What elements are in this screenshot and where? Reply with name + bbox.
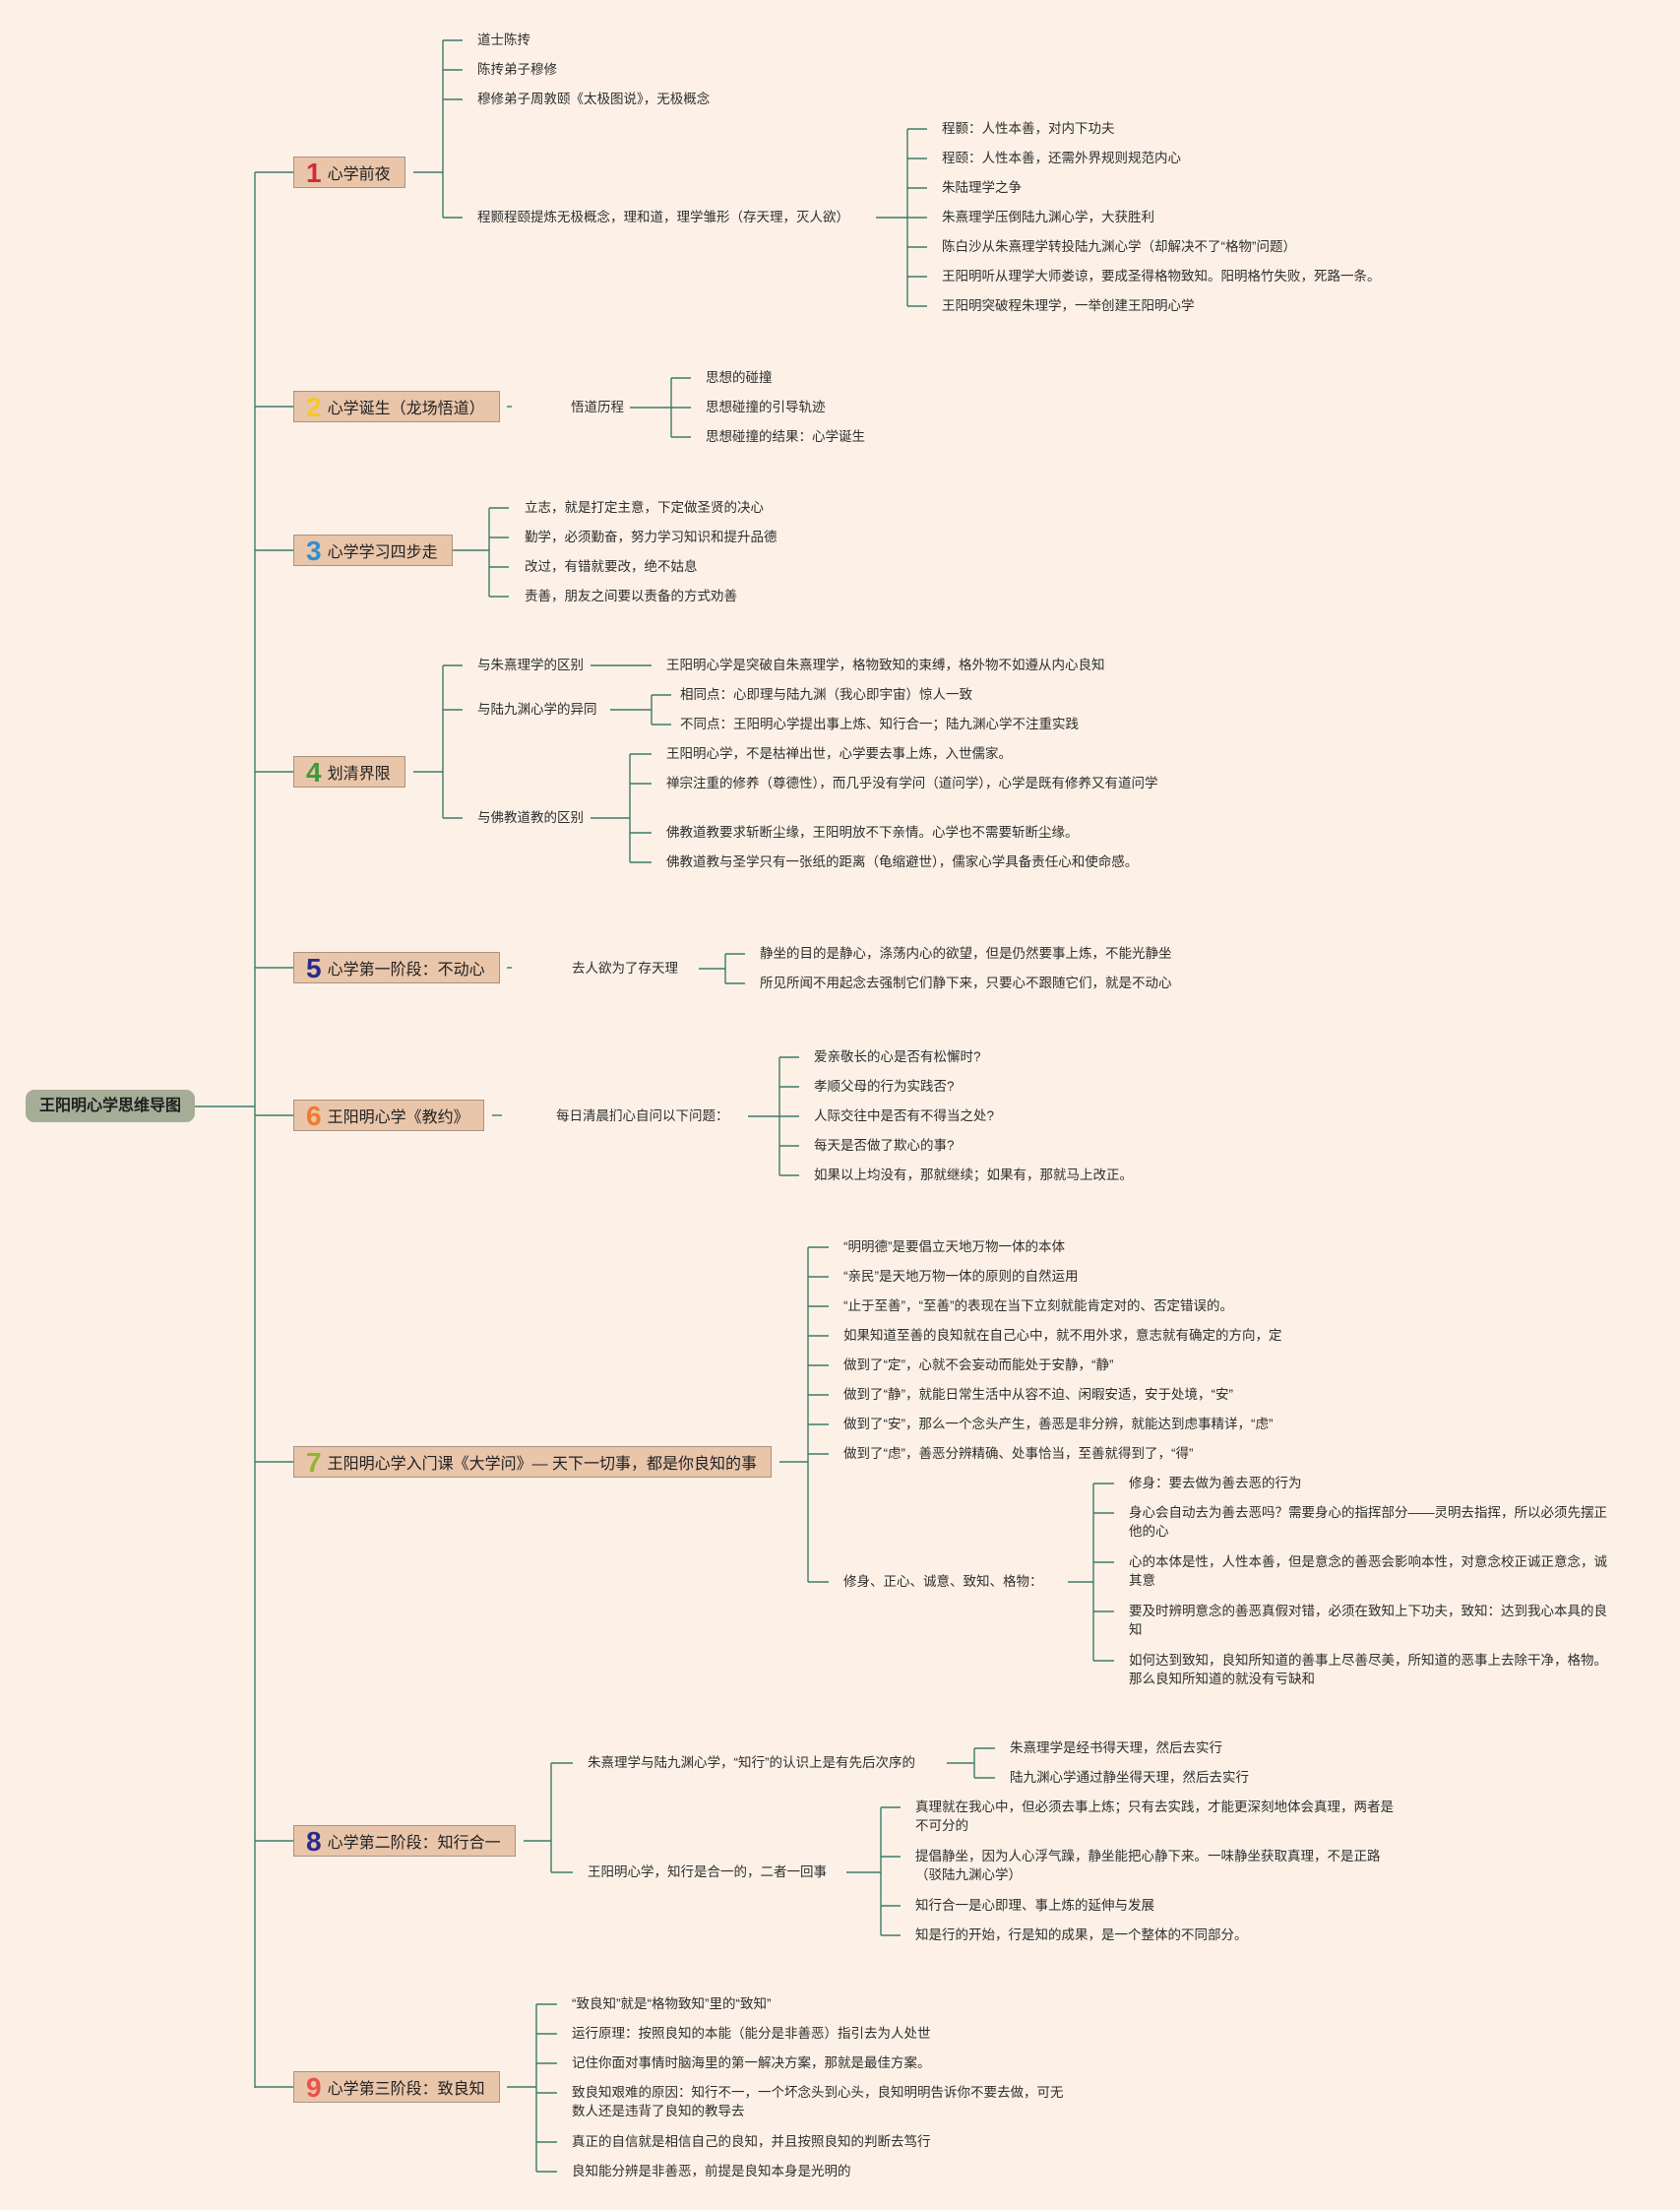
leaf[interactable]: 每天是否做了欺心的事? — [814, 1138, 955, 1153]
leaf[interactable]: 王阳明突破程朱理学，一举创建王阳明心学 — [942, 298, 1195, 313]
leaf[interactable]: 运行原理：按照良知的本能（能分是非善恶）指引去为人处世 — [572, 2026, 931, 2041]
leaf[interactable]: 思想的碰撞 — [706, 370, 773, 385]
number-2-icon: 2 — [306, 392, 322, 422]
leaf[interactable]: 做到了“安”，那么一个念头产生，善恶是非分辨，就能达到虑事精详，“虑” — [843, 1417, 1274, 1431]
number-5-icon: 5 — [306, 953, 322, 983]
branch-label: 王阳明心学入门课《大学问》— 天下一切事，都是你良知的事 — [327, 1456, 758, 1473]
leaf[interactable]: 要及时辨明意念的善恶真假对错，必须在致知上下功夫，致知：达到我心本具的良知 — [1129, 1604, 1607, 1637]
group-node[interactable]: 修身、正心、诚意、致知、格物： — [843, 1574, 1043, 1589]
mid-node[interactable]: 去人欲为了存天理 — [572, 961, 678, 976]
leaf[interactable]: 记住你面对事情时脑海里的第一解决方案，那就是最佳方案。 — [572, 2055, 931, 2070]
leaf[interactable]: 良知能分辨是非善恶，前提是良知本身是光明的 — [572, 2164, 851, 2178]
leaf[interactable]: 不同点：王阳明心学提出事上炼、知行合一；陆九渊心学不注重实践 — [680, 717, 1079, 731]
leaf[interactable]: 程颢：人性本善，对内下功夫 — [942, 121, 1115, 136]
leaf[interactable]: 做到了“虑”，善恶分辨精确、处事恰当，至善就得到了，“得” — [843, 1446, 1194, 1461]
leaf[interactable]: “止于至善”，“至善”的表现在当下立刻就能肯定对的、否定错误的。 — [843, 1298, 1233, 1313]
number-1-icon: 1 — [306, 158, 322, 188]
group-node[interactable]: 与陆九渊心学的异同 — [477, 702, 597, 717]
branch-label: 王阳明心学《教约》 — [327, 1109, 469, 1126]
leaf[interactable]: 静坐的目的是静心，涤荡内心的欲望，但是仍然要事上炼，不能光静坐 — [760, 946, 1172, 961]
leaf[interactable]: 做到了“定”，心就不会妄动而能处于安静，“静” — [843, 1358, 1114, 1372]
leaf[interactable]: 真正的自信就是相信自己的良知，并且按照良知的判断去笃行 — [572, 2134, 931, 2149]
branch-9[interactable]: 9 心学第三阶段：致良知 — [293, 2071, 500, 2103]
leaf[interactable]: 真理就在我心中，但必须去事上炼；只有去实践，才能更深刻地体会真理，两者是不可分的 — [915, 1800, 1394, 1833]
group-node[interactable]: 王阳明心学，知行是合一的，二者一回事 — [588, 1864, 827, 1879]
leaf[interactable]: 思想碰撞的引导轨迹 — [706, 400, 826, 414]
branch-3[interactable]: 3 心学学习四步走 — [293, 535, 453, 566]
leaf[interactable]: 做到了“静”，就能日常生活中从容不迫、闲暇安适，安于处境，“安” — [843, 1387, 1233, 1402]
number-8-icon: 8 — [306, 1826, 322, 1857]
branch-label: 心学第一阶段：不动心 — [327, 962, 485, 979]
group-node[interactable]: 与朱熹理学的区别 — [477, 658, 584, 672]
leaf[interactable]: 如果知道至善的良知就在自己心中，就不用外求，意志就有确定的方向，定 — [843, 1328, 1282, 1343]
leaf[interactable]: 如何达到致知，良知所知道的善事上尽善尽美，所知道的恶事上去除干净，格物。那么良知… — [1129, 1653, 1607, 1686]
leaf[interactable]: 爱亲敬长的心是否有松懈时? — [814, 1049, 981, 1064]
branch-7[interactable]: 7 王阳明心学入门课《大学问》— 天下一切事，都是你良知的事 — [293, 1446, 773, 1478]
leaf[interactable]: “明明德”是要倡立天地万物一体的本体 — [843, 1239, 1065, 1254]
number-3-icon: 3 — [306, 536, 322, 566]
number-7-icon: 7 — [306, 1447, 322, 1478]
leaf[interactable]: 程颐：人性本善，还需外界规则规范内心 — [942, 151, 1181, 165]
leaf[interactable]: “亲民”是天地万物一体的原则的自然运用 — [843, 1269, 1079, 1284]
leaf[interactable]: 所见所闻不用起念去强制它们静下来，只要心不跟随它们，就是不动心 — [760, 976, 1172, 990]
leaf[interactable]: 知是行的开始，行是知的成果，是一个整体的不同部分。 — [915, 1927, 1248, 1942]
leaf[interactable]: 王阳明听从理学大师娄谅，要成圣得格物致知。阳明格竹失败，死路一条。 — [942, 269, 1381, 284]
branch-5[interactable]: 5 心学第一阶段：不动心 — [293, 952, 500, 983]
group-node[interactable]: 与佛教道教的区别 — [477, 810, 584, 825]
leaf[interactable]: 朱熹理学压倒陆九渊心学，大获胜利 — [942, 210, 1154, 224]
leaf[interactable]: 责善，朋友之间要以责备的方式劝善 — [525, 589, 737, 603]
leaf[interactable]: 陈白沙从朱熹理学转投陆九渊心学（却解决不了“格物”问题） — [942, 239, 1296, 254]
leaf[interactable]: 心的本体是性，人性本善，但是意念的善恶会影响本性，对意念校正诚正意念，诚其意 — [1129, 1554, 1607, 1588]
leaf[interactable]: 陆九渊心学通过静坐得天理，然后去实行 — [1010, 1770, 1249, 1785]
group-node[interactable]: 朱熹理学与陆九渊心学，“知行”的认识上是有先后次序的 — [588, 1755, 915, 1770]
leaf[interactable]: 孝顺父母的行为实践否? — [814, 1079, 955, 1094]
number-6-icon: 6 — [306, 1101, 322, 1131]
branch-2[interactable]: 2 心学诞生（龙场悟道） — [293, 391, 500, 422]
mid-node[interactable]: 悟道历程 — [571, 400, 624, 414]
leaf[interactable]: 提倡静坐，因为人心浮气躁，静坐能把心静下来。一味静坐获取真理，不是正路（驳陆九渊… — [915, 1849, 1381, 1882]
leaf[interactable]: 致良知艰难的原因：知行不一，一个坏念头到心头，良知明明告诉你不要去做，可无数人还… — [572, 2085, 1064, 2118]
root-node[interactable]: 王阳明心学思维导图 — [26, 1090, 195, 1122]
mid-node[interactable]: 每日清晨扪心自问以下问题： — [556, 1108, 729, 1123]
leaf[interactable]: 立志，就是打定主意，下定做圣贤的决心 — [525, 500, 764, 515]
leaf[interactable]: 如果以上均没有，那就继续；如果有，那就马上改正。 — [814, 1168, 1133, 1182]
number-9-icon: 9 — [306, 2072, 322, 2103]
leaf[interactable]: 修身：要去做为善去恶的行为 — [1129, 1476, 1302, 1490]
leaf[interactable]: 相同点：心即理与陆九渊（我心即宇宙）惊人一致 — [680, 687, 972, 702]
leaf[interactable]: 王阳明心学是突破自朱熹理学，格物致知的束缚，格外物不如遵从内心良知 — [666, 658, 1105, 672]
branch-label: 划清界限 — [327, 766, 391, 783]
leaf[interactable]: 程颢程颐提炼无极概念，理和道，理学雏形（存天理，灭人欲） — [477, 210, 849, 224]
leaf[interactable]: 陈抟弟子穆修 — [477, 62, 557, 77]
branch-6[interactable]: 6 王阳明心学《教约》 — [293, 1100, 484, 1131]
number-4-icon: 4 — [306, 757, 322, 788]
branch-1[interactable]: 1 心学前夜 — [293, 157, 405, 188]
branch-4[interactable]: 4 划清界限 — [293, 756, 405, 788]
branch-label: 心学诞生（龙场悟道） — [327, 401, 485, 417]
leaf[interactable]: 身心会自动去为善去恶吗？需要身心的指挥部分——灵明去指挥，所以必须先摆正他的心 — [1129, 1505, 1607, 1539]
leaf[interactable]: 王阳明心学，不是枯禅出世，心学要去事上炼，入世儒家。 — [666, 746, 1012, 761]
branch-label: 心学学习四步走 — [327, 544, 438, 561]
leaf[interactable]: “致良知”就是“格物致知”里的“致知” — [572, 1996, 772, 2011]
leaf[interactable]: 佛教道教与圣学只有一张纸的距离（龟缩避世），儒家心学具备责任心和使命感。 — [666, 854, 1139, 869]
leaf[interactable]: 穆修弟子周敦颐《太极图说》，无极概念 — [477, 92, 711, 106]
leaf[interactable]: 改过，有错就要改，绝不姑息 — [525, 559, 698, 574]
branch-8[interactable]: 8 心学第二阶段：知行合一 — [293, 1825, 516, 1857]
branch-label: 心学前夜 — [327, 166, 391, 183]
branch-label: 心学第二阶段：知行合一 — [327, 1835, 501, 1852]
leaf[interactable]: 思想碰撞的结果：心学诞生 — [706, 429, 865, 444]
leaf[interactable]: 禅宗注重的修养（尊德性），而几乎没有学问（道问学），心学是既有修养又有道问学 — [666, 776, 1158, 790]
leaf[interactable]: 人际交往中是否有不得当之处? — [814, 1108, 995, 1123]
leaf[interactable]: 朱熹理学是经书得天理，然后去实行 — [1010, 1740, 1222, 1755]
leaf[interactable]: 知行合一是心即理、事上炼的延伸与发展 — [915, 1898, 1154, 1913]
leaf[interactable]: 道士陈抟 — [477, 32, 530, 47]
leaf[interactable]: 勤学，必须勤奋，努力学习知识和提升品德 — [525, 530, 778, 544]
leaf[interactable]: 朱陆理学之争 — [942, 180, 1022, 195]
branch-label: 心学第三阶段：致良知 — [327, 2081, 485, 2098]
leaf[interactable]: 佛教道教要求斩断尘缘，王阳明放不下亲情。心学也不需要斩断尘缘。 — [666, 825, 1079, 840]
